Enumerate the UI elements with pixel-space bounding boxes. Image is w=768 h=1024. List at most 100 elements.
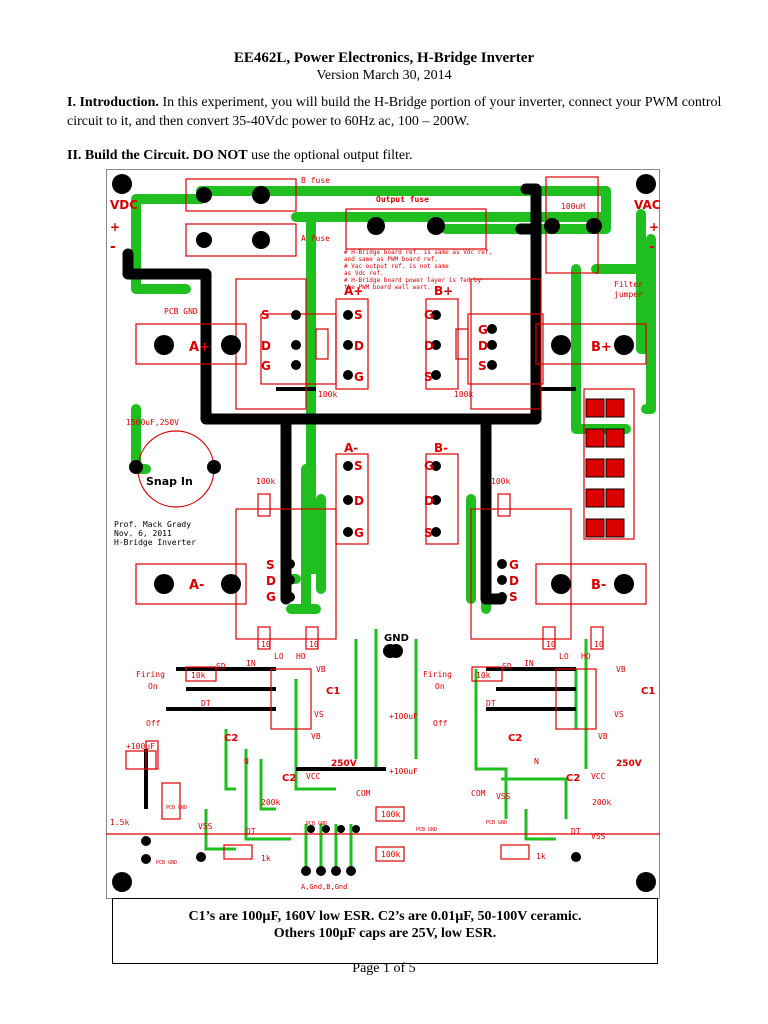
r10-label-4: 10: [594, 640, 604, 649]
r100k-label-bplus: 100k: [454, 390, 473, 399]
bminus-d-label: D: [424, 494, 434, 508]
aminus-module-label: A-: [189, 578, 204, 593]
vac-plus-label: +: [649, 220, 659, 234]
vb-label-right: VB: [616, 665, 626, 674]
r100k-label-bottom-2: 100k: [381, 850, 400, 859]
n-label-left: N: [244, 757, 249, 766]
r10k-label-left: 10k: [191, 671, 206, 680]
n-label-right: N: [534, 757, 539, 766]
c2-label-left: C2: [282, 773, 296, 784]
sd-label-left: SD: [216, 662, 226, 671]
lo-label-right: LO: [559, 652, 569, 661]
r1k-label-left: 1k: [261, 854, 271, 863]
c2-label-mid-right: C2: [508, 733, 522, 744]
bminus-right-d: D: [509, 574, 519, 588]
board-note-4: as Vdc ref.: [344, 270, 384, 277]
page-number: Page 1 of 5: [352, 961, 416, 976]
vac-minus-label: -: [649, 239, 655, 255]
r200k-label-right: 200k: [592, 798, 611, 807]
vss-label-right: VSS: [496, 792, 511, 801]
pcb-gnd-label-ml: PCB GND: [166, 805, 187, 811]
mount-hole-bl: [112, 872, 132, 892]
vss-label-left: VSS: [198, 822, 213, 831]
terminal-block-column: [585, 398, 625, 538]
gnd-label: GND: [384, 633, 409, 644]
ho-label-left: HO: [296, 652, 306, 661]
firing-label-right: Firing: [423, 670, 452, 679]
connector-label: A,Gnd,B,Gnd: [301, 883, 347, 891]
aplus-d-label: D: [354, 339, 364, 353]
note-line-2: Others 100µF caps are 25V, low ESR.: [273, 926, 497, 941]
ho-label-right: HO: [581, 652, 591, 661]
r1-5k-label: 1.5k: [110, 818, 129, 827]
bminus-label: B-: [434, 441, 448, 455]
off-label-left: Off: [146, 719, 161, 728]
board-outline: [106, 169, 660, 899]
aminus-d-label: D: [354, 494, 364, 508]
build-warning: DO NOT: [192, 148, 248, 163]
prof-label: Prof. Mack Grady: [114, 520, 191, 529]
bminus-g-label: G: [424, 459, 434, 473]
board-note-5: # H-Bridge board power layer is fed by: [344, 277, 482, 284]
mount-hole-tr: [636, 174, 656, 194]
bplus-right-s: S: [478, 359, 487, 373]
bminus-module-label: B-: [591, 578, 606, 593]
board-note-3: # Vac output ref. is not same: [344, 263, 449, 270]
uf100-label-mid-2: +100uF: [389, 767, 418, 776]
aminus-left-g: G: [266, 590, 276, 604]
aminus-left-s: S: [266, 558, 275, 572]
snap-in-label: Snap In: [146, 475, 193, 488]
capacitor-label: 1500uF,250V: [126, 418, 179, 427]
r100k-label-aplus: 100k: [318, 390, 337, 399]
r10k-label-right: 10k: [476, 671, 491, 680]
sd-label-right: SD: [502, 662, 512, 671]
r100k-label-left: 100k: [256, 477, 275, 486]
aplus-left-d: D: [261, 339, 271, 353]
aminus-s-label: S: [354, 459, 363, 473]
black-thin-traces: [144, 387, 576, 809]
pcb-gnd-label-bl: PCB GND: [156, 860, 177, 866]
component-pads: [129, 186, 634, 876]
off-label-right: Off: [433, 719, 448, 728]
mount-hole-br: [636, 872, 656, 892]
c2-label-mid-left: C2: [224, 733, 238, 744]
pcb-layout-diagram: B fuse A fuse Output fuse 100uH Filter j…: [106, 169, 660, 899]
bplus-module-label: B+: [591, 340, 612, 355]
vcc-label-left: VCC: [306, 772, 321, 781]
vs-label-left: VS: [314, 710, 324, 719]
r200k-label-left: 200k: [261, 798, 280, 807]
vdc-label: VDC: [110, 198, 138, 212]
on-label-left: On: [148, 682, 158, 691]
board-note-2: and same as PWM board ref.: [344, 256, 438, 263]
b-fuse-label: B fuse: [301, 176, 330, 185]
bplus-label: B+: [434, 284, 453, 298]
mount-hole-tl: [112, 174, 132, 194]
bplus-right-g: G: [478, 323, 488, 337]
bplus-g-label: G: [424, 308, 434, 322]
board-note-6: the PWM board wall wart.: [344, 284, 431, 291]
aplus-g-label: G: [354, 370, 364, 384]
red-silkscreen: [106, 176, 660, 862]
bminus-s-label: S: [424, 526, 433, 540]
aplus-s-label: S: [354, 308, 363, 322]
in-label-right: IN: [524, 659, 534, 668]
r10-label-1: 10: [261, 640, 271, 649]
inductor-label: 100uH: [561, 202, 585, 211]
dt-label-lower-right: DT: [571, 827, 581, 836]
dt-label-lower-left: DT: [246, 827, 256, 836]
introduction-paragraph: I. Introduction. In this experiment, you…: [67, 93, 727, 131]
lo-label-left: LO: [274, 652, 284, 661]
vdc-plus-label: +: [110, 220, 120, 234]
zener-label-right: 250V: [616, 759, 642, 769]
r10-label-3: 10: [546, 640, 556, 649]
introduction-text: In this experiment, you will build the H…: [67, 95, 722, 129]
r10-label-2: 10: [309, 640, 319, 649]
vs-label-right: VS: [614, 710, 624, 719]
vb-label-lower-right: VB: [598, 732, 608, 741]
bminus-right-g: G: [509, 558, 519, 572]
pcb-gnd-label-bm: PCB GND: [306, 821, 327, 827]
zener-label-left: 250V: [331, 759, 357, 769]
aplus-module-label: A+: [189, 340, 210, 355]
pcb-gnd-label-r: PCB GND: [486, 820, 507, 826]
c1-label-right: C1: [641, 686, 655, 697]
